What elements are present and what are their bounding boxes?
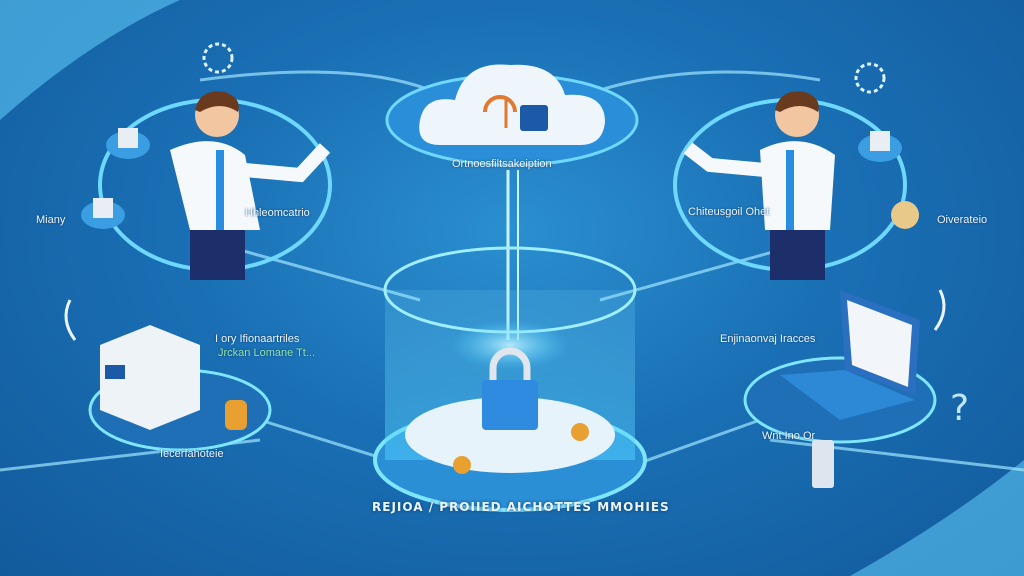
cloud-label: Ortnoesfiltsakeiption — [452, 158, 552, 170]
gear-icon — [202, 42, 234, 74]
right-person-label: Chiteusgoil Ohet — [688, 206, 770, 218]
person-icon-left — [170, 91, 331, 280]
left-mid-sublabel: Jrckan Lomane Tt... — [218, 347, 316, 359]
server-box-icon — [100, 325, 200, 430]
ring-label: REJIOA / PROIIED AICHOTTES MMOHIES — [372, 500, 670, 514]
database-icon — [858, 131, 902, 162]
left-mid-label: I ory Ifionaartriles — [215, 333, 300, 345]
phone-icon — [812, 440, 834, 488]
question-icon: ? — [950, 388, 969, 429]
gear-icon — [854, 62, 886, 94]
lock-icon — [482, 347, 538, 430]
bulb-icon — [891, 201, 919, 229]
laptop-icon — [780, 290, 920, 420]
database-icon — [81, 198, 125, 229]
database-icon — [106, 128, 150, 159]
coin-icon — [571, 423, 589, 441]
left-person-label: Hhleomcatrio — [245, 207, 310, 219]
right-bottom-label: Wnt Ino Or — [762, 430, 816, 442]
coin-icon — [453, 456, 471, 474]
left-top-label: Miany — [36, 214, 66, 226]
right-top-label: Oiverateio — [937, 214, 988, 226]
right-mid-label: Enjinaonvaj Iracces — [720, 333, 816, 345]
person-icon-right — [683, 91, 835, 280]
vault-cylinder — [373, 246, 647, 512]
left-bottom-label: Iecerfahoteie — [160, 448, 224, 460]
cloud-icon — [385, 64, 639, 167]
coins-icon — [225, 400, 247, 430]
